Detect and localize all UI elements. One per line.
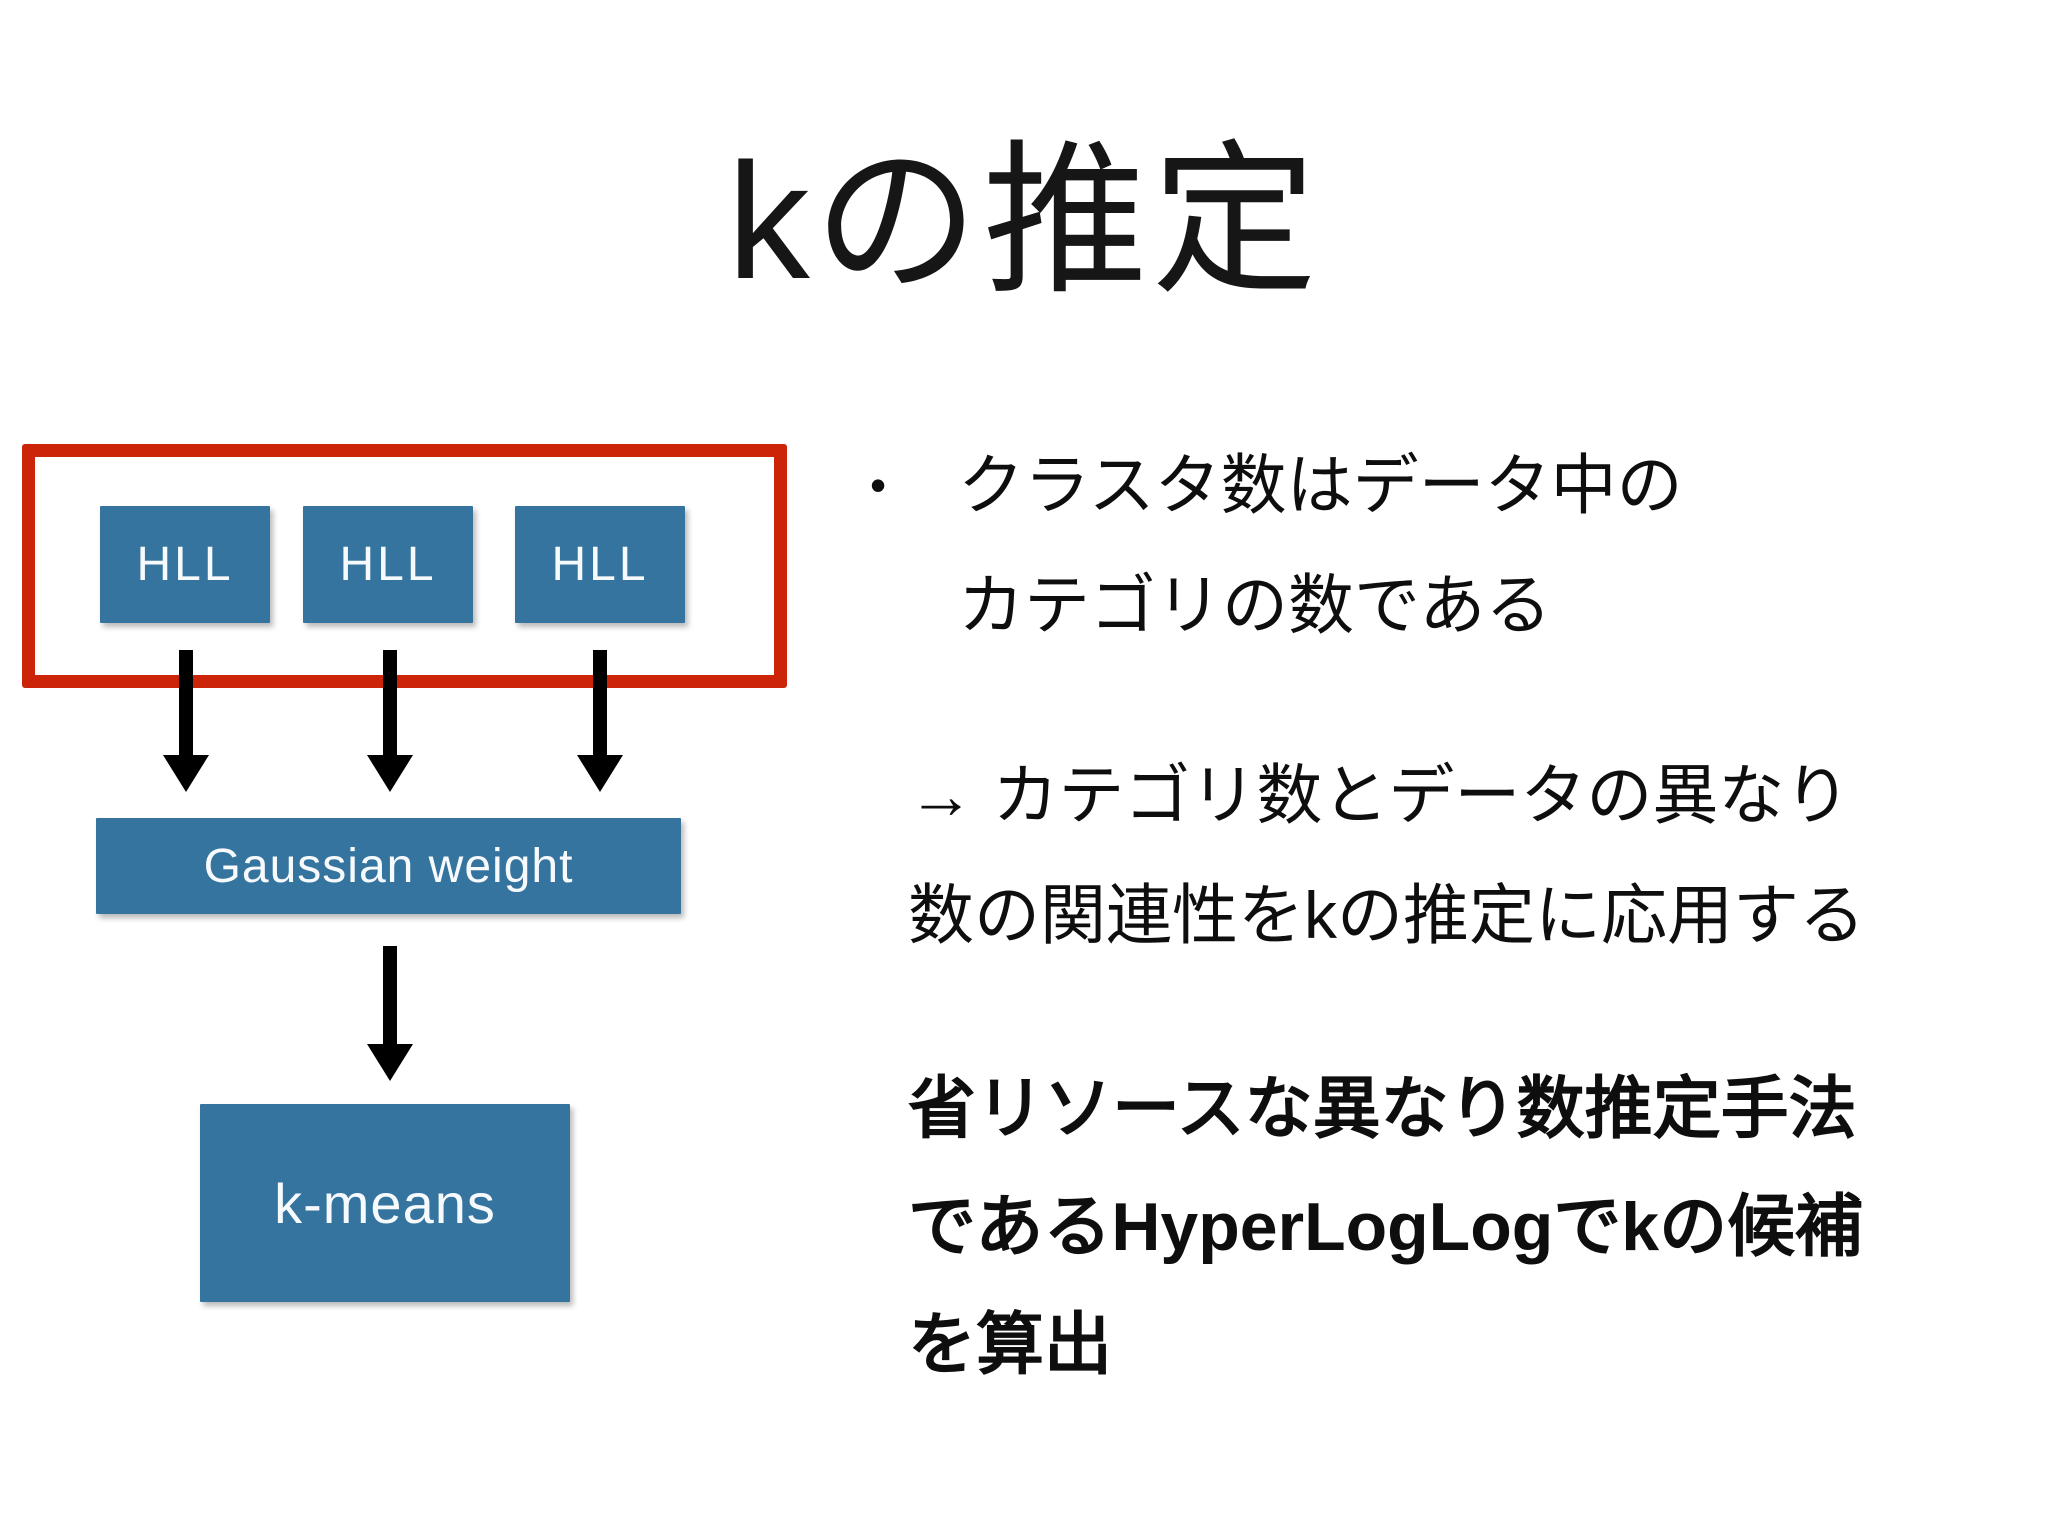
hll-box-2-label: HLL	[339, 538, 437, 591]
arrow-stem	[179, 650, 193, 755]
down-arrow-icon-4	[367, 946, 413, 1081]
arrow-paragraph-line-2: 数の関連性をkの推定に応用する	[908, 878, 1865, 952]
bullet-item: • クラスタ数はデータ中の カテゴリの数である	[862, 425, 2022, 665]
page-title: kの推定	[727, 129, 1321, 313]
hll-box-3: HLL	[515, 506, 685, 623]
bullet-line-1: クラスタ数はデータ中の	[958, 448, 1683, 522]
hll-box-2: HLL	[303, 506, 473, 623]
down-arrow-icon-1	[163, 650, 209, 792]
arrow-paragraph-line-1: → カテゴリ数とデータの異なり	[908, 758, 1851, 832]
down-arrow-icon-2	[367, 650, 413, 792]
notes-column: • クラスタ数はデータ中の カテゴリの数である → カテゴリ数とデータの異なり …	[862, 425, 2022, 1404]
bold-paragraph-line-1: 省リソースな異なり数推定手法	[908, 1071, 1857, 1147]
bullet-marker: •	[870, 459, 887, 511]
arrow-head	[163, 755, 209, 792]
hll-box-1: HLL	[100, 506, 270, 623]
arrow-paragraph: → カテゴリ数とデータの異なり 数の関連性をkの推定に応用する	[908, 735, 2022, 975]
arrow-stem	[383, 946, 397, 1044]
arrow-head	[577, 755, 623, 792]
gaussian-weight-box: Gaussian weight	[96, 818, 681, 914]
arrow-stem	[383, 650, 397, 755]
bold-paragraph-line-2: であるHyperLogLogでkの候補	[908, 1189, 1864, 1265]
arrow-head	[367, 1044, 413, 1081]
arrow-head	[367, 755, 413, 792]
hll-box-3-label: HLL	[551, 538, 649, 591]
kmeans-box: k-means	[200, 1104, 570, 1302]
kmeans-label: k-means	[274, 1171, 496, 1235]
hll-box-1-label: HLL	[136, 538, 234, 591]
gaussian-weight-label: Gaussian weight	[203, 839, 574, 893]
down-arrow-icon-3	[577, 650, 623, 792]
bold-paragraph-line-3: を算出	[908, 1307, 1113, 1383]
bullet-line-2: カテゴリの数である	[958, 568, 1552, 642]
bullet-text: クラスタ数はデータ中の カテゴリの数である	[958, 425, 1683, 665]
arrow-stem	[593, 650, 607, 755]
bold-paragraph: 省リソースな異なり数推定手法 であるHyperLogLogでkの候補 を算出	[908, 1050, 2022, 1404]
